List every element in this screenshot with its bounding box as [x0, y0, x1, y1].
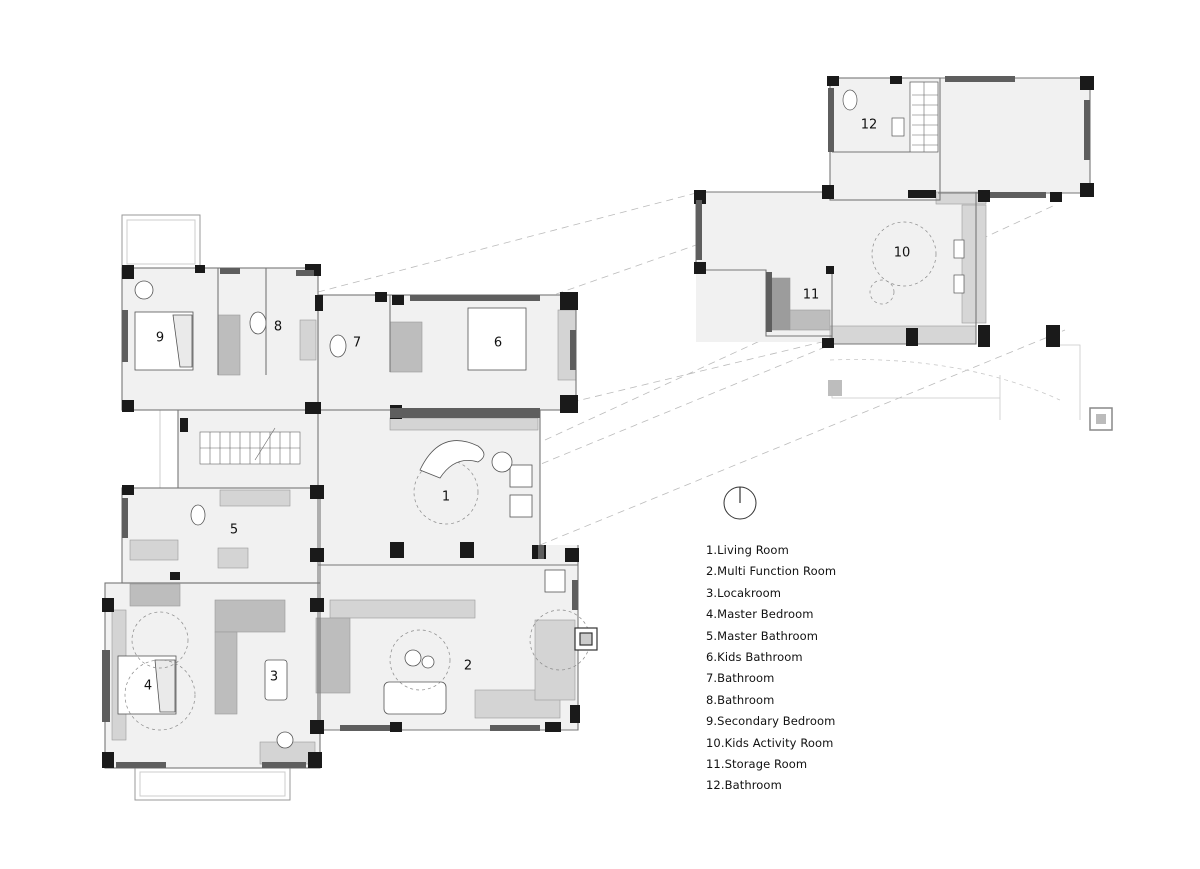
room-label-5: 5	[230, 523, 238, 538]
stair	[199, 427, 301, 465]
room-label-4: 4	[144, 679, 152, 694]
legend-item: 2.Multi Function Room	[706, 564, 837, 579]
room-label-8: 8	[274, 320, 282, 335]
upper-floor	[694, 76, 1113, 431]
room-label-3: 3	[270, 670, 278, 685]
room-legend: 1.Living Room 2.Multi Function Room 3.Lo…	[706, 540, 836, 797]
room-label-9: 9	[156, 331, 164, 346]
room-label-2: 2	[464, 659, 472, 674]
legend-item: 4.Master Bedroom	[706, 607, 814, 622]
legend-item: 12.Bathroom	[706, 778, 782, 793]
legend-item: 3.Locakroom	[706, 585, 782, 600]
legend-item: 11.Storage Room	[706, 756, 808, 771]
room-labels: 1 2 3 4 5 6 7 8 9 10 11 12	[144, 118, 910, 694]
legend-item: 10.Kids Activity Room	[706, 735, 834, 750]
legend-item: 8.Bathroom	[706, 692, 775, 707]
room-label-1: 1	[442, 490, 450, 505]
room-label-6: 6	[494, 336, 502, 351]
room-label-7: 7	[353, 336, 361, 351]
room-label-10: 10	[894, 246, 911, 261]
room-label-12: 12	[861, 118, 878, 133]
legend-item: 9.Secondary Bedroom	[706, 714, 836, 729]
north-arrow-icon	[723, 486, 757, 520]
legend-item: 7.Bathroom	[706, 671, 775, 686]
room-label-11: 11	[803, 288, 820, 303]
legend-item: 1.Living Room	[706, 543, 789, 557]
legend-item: 5.Master Bathroom	[706, 628, 819, 643]
ground-floor	[102, 214, 598, 801]
legend-item: 6.Kids Bathroom	[706, 649, 803, 664]
